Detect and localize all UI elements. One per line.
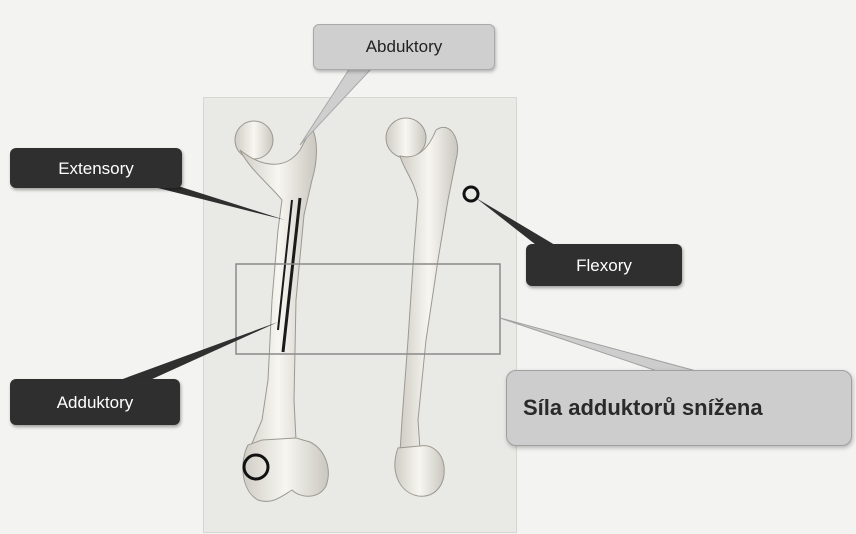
adduktory-label: Adduktory: [57, 394, 134, 411]
extensory-label-box: Extensory: [10, 148, 182, 188]
flexory-label: Flexory: [576, 257, 632, 274]
sila-pointer: [500, 318, 700, 372]
sila-label-box: Síla adduktorů snížena: [506, 370, 852, 446]
femur-posterior: [235, 121, 328, 501]
flexory-pointer: [476, 198, 560, 248]
adduktory-label-box: Adduktory: [10, 379, 180, 425]
sila-label: Síla adduktorů snížena: [523, 395, 763, 421]
adduktory-pointer: [120, 322, 278, 380]
abduktory-label: Abduktory: [366, 37, 443, 57]
flexor-marker: [464, 187, 478, 201]
femur-medial: [386, 118, 458, 496]
flexory-label-box: Flexory: [526, 244, 682, 286]
abduktory-label-box: Abduktory: [313, 24, 495, 70]
extensory-pointer: [150, 186, 285, 220]
abduktory-pointer: [300, 68, 372, 145]
extensory-label: Extensory: [58, 160, 134, 177]
